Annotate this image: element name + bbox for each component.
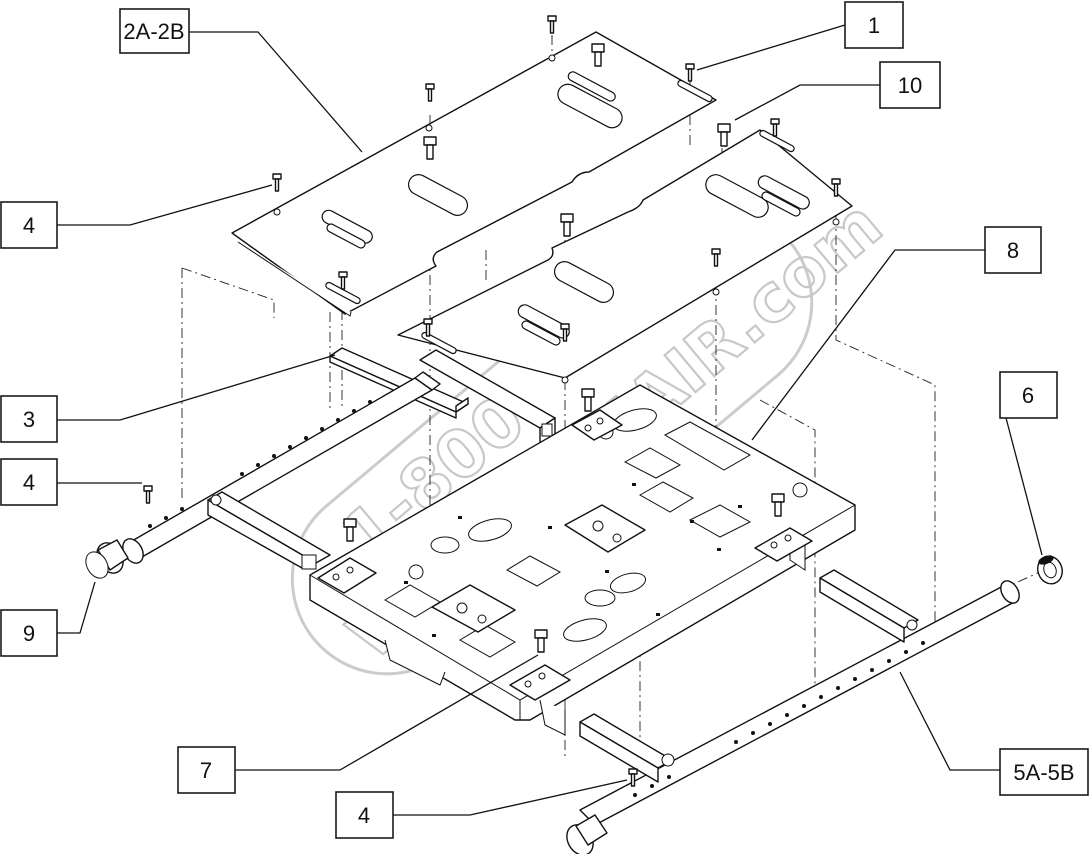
- callout-1: 1: [844, 1, 904, 49]
- callout-3-text: 3: [23, 407, 35, 432]
- screw: [581, 388, 595, 412]
- seat-frame: [309, 384, 856, 736]
- right-front-end-plug: [566, 814, 608, 854]
- callout-2a-2b-text: 2A-2B: [123, 19, 184, 44]
- callout-7: 7: [177, 746, 236, 794]
- screw: [591, 43, 605, 67]
- seat-plate-left: [231, 31, 717, 317]
- callout-4-middle-text: 4: [23, 470, 35, 495]
- left-side-tube: [122, 371, 441, 570]
- callout-3: 3: [0, 395, 58, 443]
- callout-9: 9: [0, 609, 58, 657]
- screw: [343, 518, 357, 542]
- right-tube-holes: [633, 641, 925, 797]
- rear-end-cap: [1037, 555, 1063, 585]
- callout-10: 10: [879, 61, 941, 109]
- screw: [547, 15, 557, 34]
- callout-4-upper-text: 4: [23, 213, 35, 238]
- callout-5a-5b-text: 5A-5B: [1013, 760, 1074, 785]
- screw: [771, 493, 785, 517]
- callout-6: 6: [999, 371, 1058, 419]
- callout-7-text: 7: [200, 758, 212, 783]
- screw: [425, 83, 435, 102]
- callout-4-middle: 4: [0, 458, 58, 506]
- screw: [685, 63, 695, 82]
- screw: [628, 768, 638, 787]
- screw: [423, 318, 433, 337]
- screw: [560, 323, 570, 342]
- screw: [831, 178, 841, 197]
- callout-9-text: 9: [23, 621, 35, 646]
- callout-4-lower: 4: [335, 791, 394, 839]
- left-tube-holes: [148, 400, 372, 528]
- screw: [717, 123, 731, 147]
- left-end-plug: [85, 539, 129, 579]
- callout-8: 8: [984, 226, 1042, 274]
- callout-1-text: 1: [868, 13, 880, 38]
- callout-2a-2b: 2A-2B: [119, 8, 190, 54]
- screw: [534, 629, 548, 653]
- screw: [338, 271, 348, 290]
- screw: [423, 136, 437, 160]
- screw: [770, 118, 780, 137]
- callout-8-text: 8: [1007, 238, 1019, 263]
- screw: [560, 213, 574, 237]
- callout-6-text: 6: [1022, 383, 1034, 408]
- callout-4-lower-text: 4: [358, 803, 370, 828]
- callout-4-upper: 4: [0, 201, 58, 249]
- callout-5a-5b: 5A-5B: [999, 748, 1089, 796]
- screws: [143, 15, 841, 787]
- screw: [711, 248, 721, 267]
- screw: [272, 173, 282, 192]
- seat-plate-right: [397, 129, 853, 384]
- screw: [143, 485, 153, 504]
- leader-lines: [57, 24, 1057, 816]
- callout-10-text: 10: [898, 73, 922, 98]
- square-tube: [419, 349, 556, 445]
